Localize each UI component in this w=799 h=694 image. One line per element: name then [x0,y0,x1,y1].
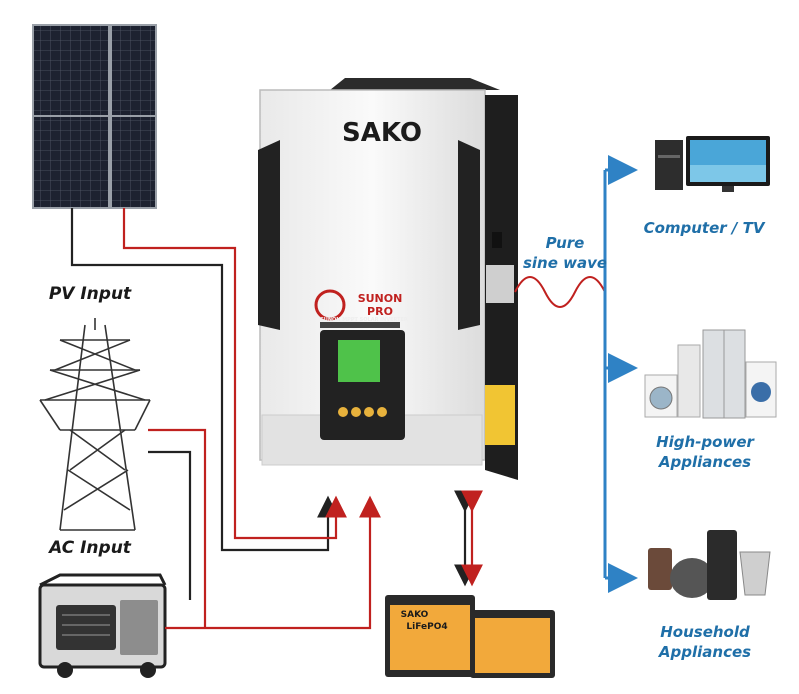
generator-icon [38,573,167,678]
inverter-subtitle: SUNON MPPT SOLAR INVERTER [320,317,408,323]
sine-wave-label-line2: sine wave [522,254,608,272]
battery-type: LiFePO4 [406,622,448,632]
ac-input-label: AC Input [49,538,131,558]
battery-brand: SAKO [400,610,429,620]
output-label-high-power-line1: High-power [656,433,754,451]
ac-black-wire [148,450,192,600]
pv-input-label: PV Input [48,284,132,304]
household-appliances-icon [648,530,771,600]
pv-black-wire [70,208,339,552]
sine-wave-line [514,276,606,308]
output-label-high-power: High-power Appliances [640,432,770,472]
output-label-household-line1: Household [660,623,750,641]
pv-red-wire [122,208,347,540]
computer-tv-icon [655,136,770,192]
output-label-household-line2: Appliances [658,643,752,661]
inverter-icon [258,78,518,480]
generator-red-wire [165,495,381,630]
high-power-appliances-icon [644,329,777,419]
inverter-model: SUNON PRO [357,292,403,318]
sine-wave-label-line1: Pure [545,234,585,252]
output-label-household: Household Appliances [640,622,770,662]
output-label-computer-tv: Computer / TV [643,219,765,237]
solar-panel-icon [32,24,157,209]
inverter-brand: SAKO [342,118,422,148]
battery-icon [385,595,555,678]
transmission-tower-icon [39,318,151,531]
sine-wave-label: Pure sine wave [510,233,620,273]
ac-red-wire [148,428,207,628]
output-label-high-power-line2: Appliances [658,453,752,471]
